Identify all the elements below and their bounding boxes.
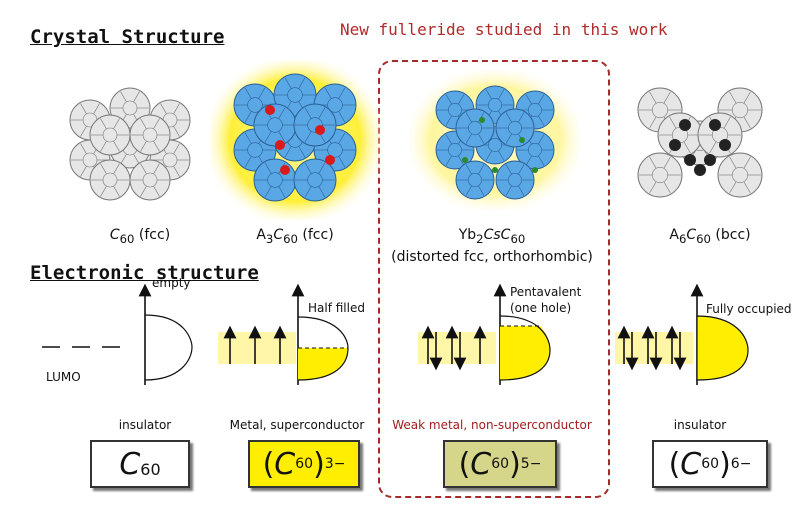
crystal-label-a6c60: A6C60 (bcc) [669,227,751,246]
status-a3c60: Metal, superconductor [229,418,365,432]
cation-dot [709,119,721,131]
cation-dot [669,139,681,151]
fullerene-ball [89,159,131,201]
yb2csc60-crystal-image [410,70,580,210]
crystal-label-a3c60: A3C60 (fcc) [256,227,334,246]
cation-dot [719,139,731,151]
status-yb2csc60: Weak metal, non-superconductor [392,418,592,432]
a3c60-fcc-crystal-image [210,60,380,220]
fullerene-ball [455,160,495,200]
cation-dot [532,167,538,173]
cation-dot [325,155,335,165]
band-label-one-hole: (one hole) [510,301,572,315]
fullerene-ball [129,159,171,201]
fullerene-ball [717,152,763,198]
band-label-half-filled: Half filled [308,301,365,315]
band-label-pentavalent: Pentavalent [510,285,582,299]
band-a6c60 [615,283,749,385]
cation-dot [492,167,498,173]
fullerene-ball [495,160,535,200]
fullerene-ball [253,158,297,202]
fullerene-ball [657,112,703,158]
cation-dot [684,154,696,166]
fullerene-ball [129,114,171,156]
c60-fcc-crystal-image [69,87,191,201]
cation-dot [519,137,525,143]
crystal-label-c60: C60 (fcc) [109,227,171,246]
cation-dot [315,125,325,135]
band-diagrams [42,283,749,385]
band-label-fully-occupied: Fully occupied [706,302,792,316]
status-c60: insulator [118,418,172,432]
fullerene-ball [455,108,495,148]
fullerene-ball [89,114,131,156]
fullerene-ball [293,158,337,202]
band-label-lumo: LUMO [46,370,81,384]
electronic-structure-heading: Electronic structure [30,262,259,284]
fullerene-ball [697,112,743,158]
crystal-label-yb2csc60: Yb2CsC60 (distorted fcc, orthorhombic) [391,227,593,265]
cation-dot [704,154,716,166]
fullerene-ball [293,103,337,147]
band-label-empty: empty [152,276,191,290]
cation-dot [265,105,275,115]
cation-dot [462,157,468,163]
highlight-frame [378,60,610,498]
highlight-title: New fulleride studied in this work [340,20,668,39]
band-a3c60 [218,283,349,385]
cation-dot [280,165,290,175]
fullerene-ball [253,103,297,147]
cation-dot [275,140,285,150]
cation-dot [694,164,706,176]
cation-dot [479,117,485,123]
cation-dot [679,119,691,131]
band-yb2csc60 [418,283,551,385]
status-a6c60: insulator [673,418,727,432]
crystal-structure-heading: Crystal Structure [30,26,225,48]
fullerene-ball [495,108,535,148]
band-c60 [42,283,193,385]
fullerene-ball [637,152,683,198]
a6c60-bcc-crystal-image [637,87,763,198]
